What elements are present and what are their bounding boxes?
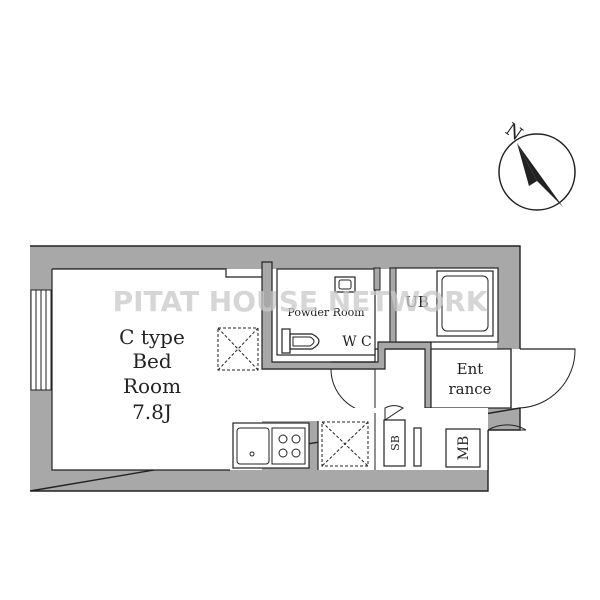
mb-label: MB bbox=[456, 436, 472, 461]
sb-label: SB bbox=[389, 435, 402, 451]
bedroom-size-label: 7.8J bbox=[132, 400, 172, 424]
entrance-label-line1: Ent bbox=[457, 360, 484, 378]
ub-label: UB bbox=[405, 293, 429, 311]
bedroom-type-label: C type bbox=[119, 325, 185, 349]
entrance-label-line2: rance bbox=[448, 380, 491, 398]
powder-room-label: Powder Room bbox=[287, 306, 365, 319]
compass-icon: N bbox=[498, 119, 576, 211]
bedroom-label-line2: Bed bbox=[132, 349, 172, 373]
watermark: PITAT HOUSE NETWORK bbox=[113, 285, 489, 318]
bedroom-label-line3: Room bbox=[123, 374, 181, 398]
wc-label: W C bbox=[342, 334, 372, 350]
compass-north-label: N bbox=[501, 119, 526, 145]
